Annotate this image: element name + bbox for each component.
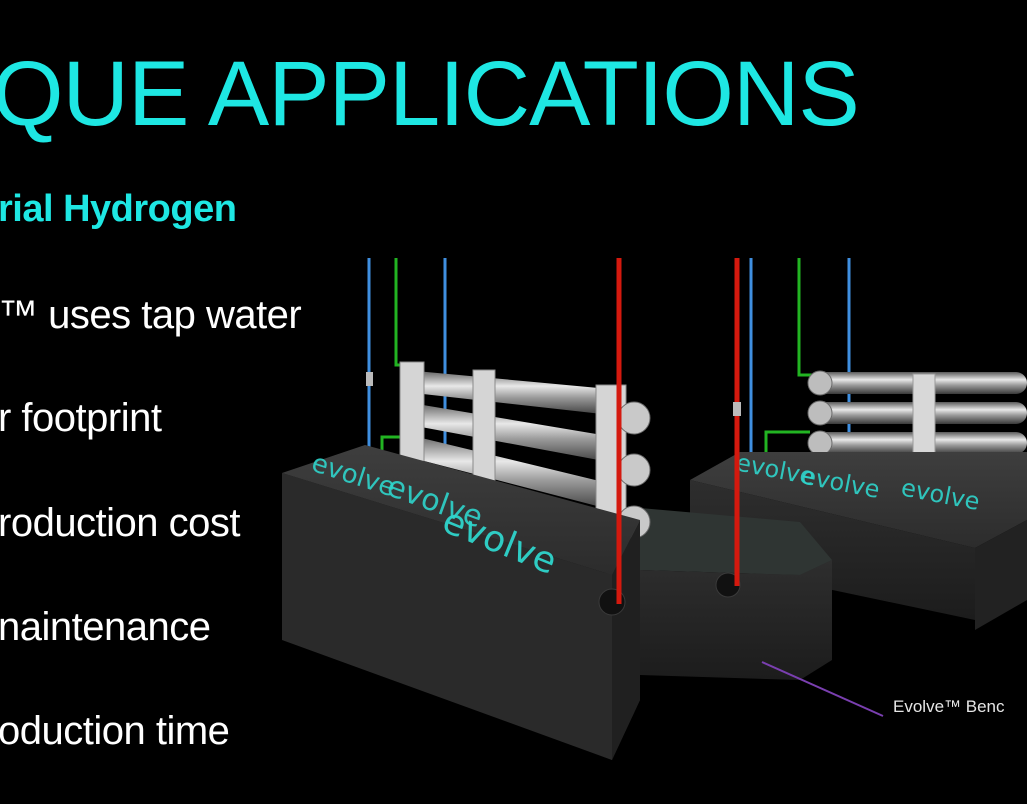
electrolyzer-illustration: evolve evolve evolve evolve evolve [282, 258, 1027, 760]
bullet-item-5: oduction time [0, 709, 230, 753]
bullet-item-4: naintenance [0, 605, 211, 649]
electrolyzer-unit-right: evolve evolve evolve [690, 258, 1027, 630]
electrolyzer-unit-left: evolve evolve evolve [282, 258, 651, 760]
callout-line [761, 661, 884, 717]
bullet-item-3: roduction cost [0, 501, 241, 545]
bullet-item-1: ™ uses tap water [0, 293, 302, 337]
slide-subtitle: rial Hydrogen [0, 188, 237, 230]
evolve-bench-callout-label: Evolve™ Benc [893, 697, 1005, 716]
bullet-item-2: r footprint [0, 396, 162, 440]
slide-title: QUE APPLICATIONS [0, 43, 860, 145]
